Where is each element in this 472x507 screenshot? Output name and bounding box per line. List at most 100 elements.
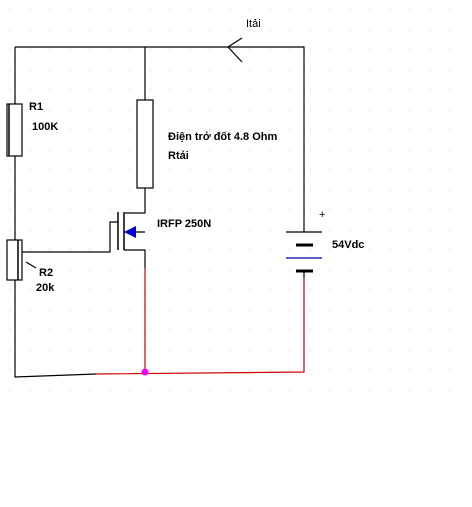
- grid-dot: [169, 229, 171, 231]
- grid-dot: [269, 129, 271, 131]
- grid-dot: [229, 169, 231, 171]
- grid-dot: [69, 389, 71, 391]
- grid-dot: [9, 369, 11, 371]
- grid-dot: [449, 329, 451, 331]
- grid-dot: [49, 309, 51, 311]
- grid-dot: [9, 389, 11, 391]
- grid-dot: [389, 349, 391, 351]
- grid-dot: [389, 249, 391, 251]
- grid-dot: [189, 129, 191, 131]
- grid-dot: [69, 369, 71, 371]
- grid-dot: [129, 49, 131, 51]
- grid-dot: [149, 49, 151, 51]
- grid-dot: [389, 149, 391, 151]
- grid-dot: [129, 389, 131, 391]
- grid-dot: [249, 169, 251, 171]
- grid-dot: [149, 249, 151, 251]
- grid-dot: [269, 209, 271, 211]
- grid-dot: [169, 29, 171, 31]
- grid-dot: [89, 69, 91, 71]
- grid-dot: [289, 269, 291, 271]
- grid-dot: [449, 389, 451, 391]
- grid-dot: [289, 309, 291, 311]
- grid-dot: [169, 49, 171, 51]
- grid-dot: [189, 249, 191, 251]
- grid-dot: [9, 169, 11, 171]
- grid-dot: [389, 129, 391, 131]
- grid-dot: [109, 9, 111, 11]
- grid-dot: [249, 89, 251, 91]
- grid-dot: [249, 309, 251, 311]
- grid-dot: [229, 29, 231, 31]
- n-mosfet-icon: [117, 212, 146, 268]
- grid-dot: [429, 49, 431, 51]
- grid-dot: [89, 49, 91, 51]
- grid-dot: [89, 109, 91, 111]
- grid-dot: [389, 229, 391, 231]
- grid-dot: [49, 329, 51, 331]
- grid-dot: [429, 89, 431, 91]
- grid-dot: [369, 229, 371, 231]
- grid-dot: [449, 289, 451, 291]
- grid-dot: [269, 329, 271, 331]
- grid-dot: [429, 329, 431, 331]
- grid-dot: [89, 289, 91, 291]
- grid-dot: [349, 29, 351, 31]
- grid-dot: [369, 29, 371, 31]
- grid-dot: [389, 389, 391, 391]
- grid-dot: [229, 229, 231, 231]
- grid-dot: [449, 269, 451, 271]
- grid-dot: [369, 149, 371, 151]
- grid-dot: [69, 329, 71, 331]
- grid-dot: [69, 9, 71, 11]
- grid-dot: [329, 209, 331, 211]
- grid-dot: [249, 229, 251, 231]
- grid-dot: [249, 249, 251, 251]
- grid-dot: [169, 9, 171, 11]
- grid-dot: [49, 249, 51, 251]
- grid-dot: [289, 189, 291, 191]
- grid-dot: [449, 369, 451, 371]
- grid-dot: [9, 209, 11, 211]
- grid-dot: [449, 69, 451, 71]
- grid-dot: [209, 129, 211, 131]
- grid-dot: [409, 29, 411, 31]
- grid-dot: [49, 49, 51, 51]
- grid-dot: [409, 329, 411, 331]
- grid-dot: [369, 189, 371, 191]
- grid-dot: [129, 289, 131, 291]
- grid-dot: [309, 169, 311, 171]
- grid-dot: [309, 369, 311, 371]
- grid-dot: [329, 309, 331, 311]
- grid-dot: [209, 289, 211, 291]
- grid-dot: [269, 149, 271, 151]
- grid-dot: [409, 389, 411, 391]
- grid-dot: [429, 289, 431, 291]
- grid-dot: [209, 229, 211, 231]
- grid-dot: [69, 229, 71, 231]
- grid-dot: [349, 229, 351, 231]
- grid-dot: [349, 189, 351, 191]
- grid-dot: [169, 109, 171, 111]
- grid-dot: [269, 189, 271, 191]
- r1-value: 100K: [32, 121, 58, 133]
- grid-dot: [289, 129, 291, 131]
- grid-dot: [109, 169, 111, 171]
- grid-dot: [449, 229, 451, 231]
- grid-dot: [409, 169, 411, 171]
- current-label: Itải: [246, 18, 261, 30]
- grid-dot: [269, 289, 271, 291]
- grid-dot: [269, 69, 271, 71]
- grid-dot: [329, 329, 331, 331]
- grid-dot: [149, 69, 151, 71]
- grid-dot: [309, 189, 311, 191]
- grid-dot: [169, 369, 171, 371]
- grid-dot: [89, 369, 91, 371]
- grid-dot: [229, 109, 231, 111]
- potentiometer-r2: [6, 239, 23, 281]
- grid-dot: [449, 109, 451, 111]
- grid-dot: [369, 129, 371, 131]
- grid-dot: [9, 89, 11, 91]
- grid-dot: [269, 349, 271, 351]
- grid-dot: [89, 349, 91, 351]
